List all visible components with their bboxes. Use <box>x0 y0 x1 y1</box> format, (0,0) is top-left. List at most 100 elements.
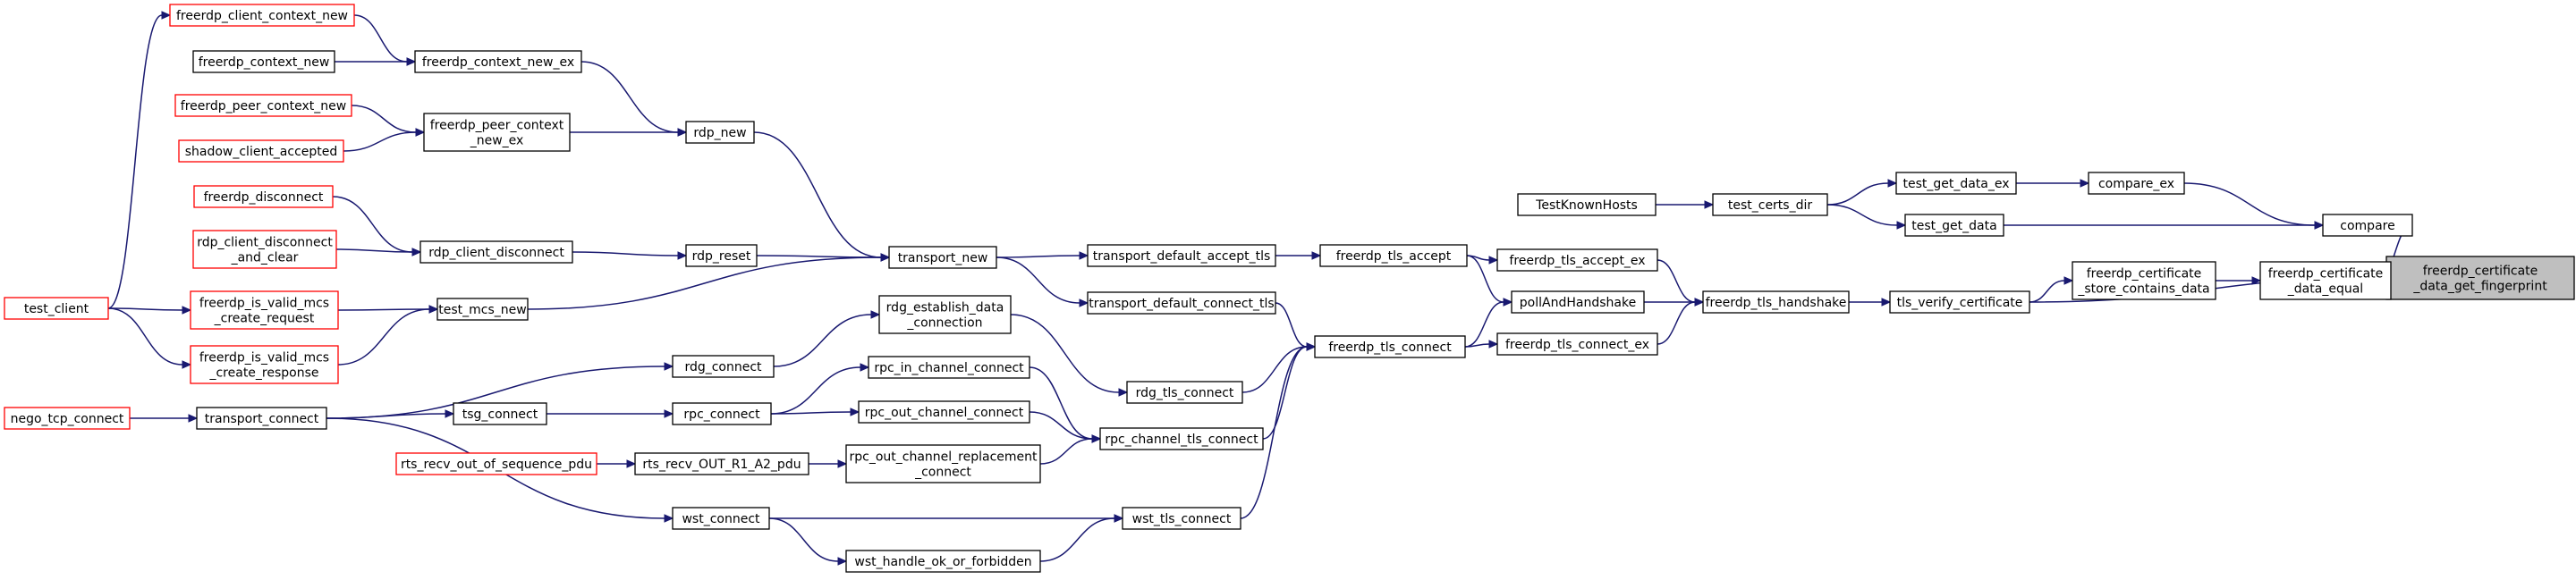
edge-test_certs_dir-to-test_get_data <box>1826 204 1898 226</box>
arrowhead-rts_recv_out_of_sequence_pdu-to-rts_recv_OUT_R1_A2_pdu <box>626 459 637 468</box>
node-freerdp-tls-handshake[interactable]: freerdp_tls_handshake <box>1702 290 1850 314</box>
node-label: freerdp_is_valid_mcs <box>199 297 329 311</box>
node-label: rts_recv_out_of_sequence_pdu <box>401 458 592 472</box>
node-label: transport_default_accept_tls <box>1093 249 1271 264</box>
node-label: rpc_out_channel_connect <box>865 406 1024 420</box>
node-rdp-new[interactable]: rdp_new <box>685 121 755 144</box>
node-freerdp-disconnect[interactable]: freerdp_disconnect <box>193 185 334 208</box>
node-rdp-client-disconnect-and-clear[interactable]: rdp_client_disconnect_and_clear <box>192 230 337 269</box>
node-freerdp-peer-context-new[interactable]: freerdp_peer_context_new <box>174 94 352 117</box>
node-box <box>2385 256 2575 300</box>
arrowhead-test_client-to-freerdp_is_valid_mcs_create_response <box>182 360 192 369</box>
edge-freerdp_is_valid_mcs_create_response-to-test_mcs_new <box>337 308 430 366</box>
node-rpc-in-channel-connect[interactable]: rpc_in_channel_connect <box>868 356 1030 379</box>
node-rpc-out-channel-connect[interactable]: rpc_out_channel_connect <box>858 400 1030 424</box>
arrowhead-test_certs_dir-to-test_get_data_ex <box>1887 179 1898 188</box>
node-rdp-client-disconnect[interactable]: rdp_client_disconnect <box>419 240 573 264</box>
node-transport-new[interactable]: transport_new <box>888 246 997 269</box>
node-freerdp-tls-connect[interactable]: freerdp_tls_connect <box>1314 335 1466 358</box>
edge-shadow_client_accepted-to-freerdp_peer_context_new_ex <box>343 131 417 152</box>
node-wst-handle-ok-or-forbidden[interactable]: wst_handle_ok_or_forbidden <box>845 550 1041 573</box>
node-TestKnownHosts[interactable]: TestKnownHosts <box>1517 193 1657 216</box>
node-pollAndHandshake[interactable]: pollAndHandshake <box>1511 290 1645 314</box>
node-test-mcs-new[interactable]: test_mcs_new <box>436 298 529 321</box>
node-wst-connect[interactable]: wst_connect <box>672 507 770 530</box>
node-label: freerdp_context_new_ex <box>422 55 574 70</box>
node-label: rdg_establish_data <box>886 301 1004 315</box>
node-freerdp-context-new-ex[interactable]: freerdp_context_new_ex <box>414 50 582 73</box>
node-box <box>193 185 334 208</box>
node-freerdp-is-valid-mcs-create-response[interactable]: freerdp_is_valid_mcs_create_response <box>190 345 339 384</box>
node-rdg-connect[interactable]: rdg_connect <box>672 355 775 378</box>
node-label: rpc_connect <box>683 408 760 422</box>
node-rpc-connect[interactable]: rpc_connect <box>672 402 772 425</box>
edge-freerdp_context_new_ex-to-rdp_new <box>580 61 679 133</box>
node-label: freerdp_context_new <box>199 55 330 70</box>
node-label: transport_new <box>898 251 988 265</box>
node-store-contains-data[interactable]: freerdp_certificate_store_contains_data <box>2072 261 2216 300</box>
arrowhead-transport_connect-to-tsg_connect <box>445 409 455 418</box>
node-tls-verify-certificate[interactable]: tls_verify_certificate <box>1889 290 2030 314</box>
arrowhead-wst_handle_ok_or_forbidden-to-wst_tls_connect <box>1114 514 1124 523</box>
node-freerdp-peer-context-new-ex[interactable]: freerdp_peer_context_new_ex <box>423 113 571 152</box>
node-rdg-establish-data-connection[interactable]: rdg_establish_data_connection <box>878 295 1012 334</box>
node-box <box>419 240 573 264</box>
node-label: _store_contains_data <box>2077 282 2209 297</box>
node-box <box>672 355 775 378</box>
edge-test_certs_dir-to-test_get_data_ex <box>1826 182 1889 206</box>
node-label: _new_ex <box>470 134 524 148</box>
node-box <box>453 402 547 425</box>
node-transport-default-connect-tls[interactable]: transport_default_connect_tls <box>1087 291 1276 315</box>
edge-compare_ex-to-compare <box>2183 182 2316 226</box>
node-box <box>1496 332 1658 356</box>
node-label: _data_get_fingerprint <box>2412 280 2547 294</box>
arrowhead-freerdp_context_new-to-freerdp_context_new_ex <box>406 57 417 66</box>
node-root[interactable]: freerdp_certificate_data_get_fingerprint <box>2385 256 2575 300</box>
node-label: test_mcs_new <box>438 303 526 317</box>
node-rdg-tls-connect[interactable]: rdg_tls_connect <box>1126 381 1243 404</box>
arrowhead-freerdp_tls_connect_ex-to-freerdp_tls_handshake <box>1694 298 1705 307</box>
node-cert-data-equal[interactable]: freerdp_certificate_data_equal <box>2259 261 2392 300</box>
arrowhead-rpc_connect-to-rpc_in_channel_connect <box>860 363 870 372</box>
node-wst-tls-connect[interactable]: wst_tls_connect <box>1122 507 1241 530</box>
node-label: freerdp_tls_connect <box>1328 340 1452 355</box>
node-freerdp-client-context-new[interactable]: freerdp_client_context_new <box>169 4 355 27</box>
arrowhead-freerdp_peer_context_new_ex-to-rdp_new <box>677 128 688 137</box>
arrowhead-store_contains_data-to-cert_data_equal <box>2251 276 2262 285</box>
edge-freerdp_tls_connect-to-freerdp_tls_connect_ex <box>1464 343 1490 348</box>
node-rdp-reset[interactable]: rdp_reset <box>685 244 758 267</box>
node-rpc-channel-tls-connect[interactable]: rpc_channel_tls_connect <box>1099 427 1264 450</box>
node-box <box>1702 290 1850 314</box>
node-tsg-connect[interactable]: tsg_connect <box>453 402 547 425</box>
node-compare-ex[interactable]: compare_ex <box>2088 172 2185 195</box>
node-freerdp-tls-connect-ex[interactable]: freerdp_tls_connect_ex <box>1496 332 1658 356</box>
node-test-certs-dir[interactable]: test_certs_dir <box>1712 193 1828 216</box>
arrowhead-tsg_connect-to-rpc_connect <box>664 409 674 418</box>
node-freerdp-context-new[interactable]: freerdp_context_new <box>192 50 335 73</box>
node-box <box>1126 381 1243 404</box>
edge-test_client-to-freerdp_is_valid_mcs_create_request <box>107 307 183 311</box>
node-rpc-out-channel-replacement-connect[interactable]: rpc_out_channel_replacement_connect <box>845 444 1041 483</box>
edge-rpc_in_channel_connect-to-rpc_channel_tls_connect <box>1029 366 1093 440</box>
node-test-get-data[interactable]: test_get_data <box>1904 214 2004 237</box>
node-compare[interactable]: compare <box>2322 214 2413 237</box>
node-test-client[interactable]: test_client <box>4 297 109 320</box>
node-transport-default-accept-tls[interactable]: transport_default_accept_tls <box>1087 244 1276 267</box>
node-test-get-data-ex[interactable]: test_get_data_ex <box>1895 172 2017 195</box>
node-freerdp-tls-accept[interactable]: freerdp_tls_accept <box>1319 244 1468 267</box>
node-rts-recv-OUT-R1-A2-pdu[interactable]: rts_recv_OUT_R1_A2_pdu <box>634 452 809 475</box>
arrowhead-rts_recv_OUT_R1_A2_pdu-to-rpc_out_channel_replacement_connect <box>837 459 848 468</box>
node-label: freerdp_tls_accept_ex <box>1509 254 1645 268</box>
node-freerdp-tls-accept-ex[interactable]: freerdp_tls_accept_ex <box>1496 248 1658 272</box>
edge-wst_connect-to-wst_handle_ok_or_forbidden <box>768 517 839 562</box>
node-label: freerdp_certificate <box>2423 265 2538 279</box>
node-shadow-client-accepted[interactable]: shadow_client_accepted <box>178 139 344 163</box>
node-label: freerdp_client_context_new <box>176 9 348 23</box>
arrowhead-transport_default_accept_tls-to-freerdp_tls_accept <box>1311 251 1322 260</box>
node-freerdp-is-valid-mcs-create-request[interactable]: freerdp_is_valid_mcs_create_request <box>190 290 339 330</box>
node-nego-tcp-connect[interactable]: nego_tcp_connect <box>4 407 131 430</box>
arrowhead-rdg_establish_data_connection-to-rdg_tls_connect <box>1118 388 1129 397</box>
edge-freerdp_tls_connect_ex-to-freerdp_tls_handshake <box>1657 301 1696 345</box>
node-rts-recv-out-of-sequence-pdu[interactable]: rts_recv_out_of_sequence_pdu <box>395 452 597 475</box>
node-transport-connect[interactable]: transport_connect <box>196 407 327 430</box>
